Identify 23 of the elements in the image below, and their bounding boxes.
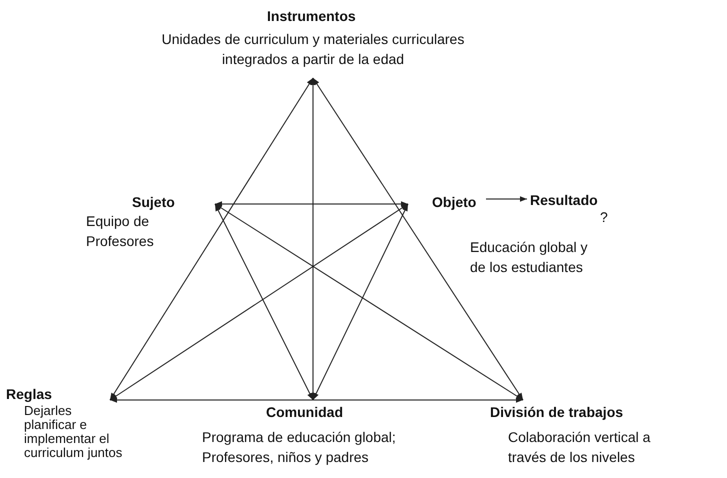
vertex-description: Programa de educación global; Profesores, niños y padres <box>202 428 397 467</box>
vertex-description: Colaboración vertical a través de los niveles <box>508 428 652 467</box>
arrow <box>214 201 408 207</box>
vertex-description: Educación global y de los estudiantes <box>470 238 589 277</box>
arrow <box>110 204 408 400</box>
vertex-description: Unidades de curriculum y materiales curriculares integrados a partir de la edad <box>160 30 466 69</box>
vertex-heading: Reglas <box>6 386 52 402</box>
vertex-description: Equipo de Profesores <box>86 212 155 251</box>
vertex-description: Dejarles planificar e implementar el curriculum juntos <box>24 404 124 460</box>
arrow <box>214 204 524 400</box>
vertex-description: ? <box>600 208 609 227</box>
arrow <box>110 78 314 400</box>
vertex-heading: Instrumentos <box>267 8 356 24</box>
vertex-heading: Resultado <box>530 192 598 208</box>
arrow <box>110 397 524 403</box>
arrow <box>312 78 524 400</box>
arrow <box>312 204 408 400</box>
vertex-heading: Comunidad <box>266 404 343 420</box>
vertex-heading: Objeto <box>432 194 476 210</box>
vertex-heading: Sujeto <box>132 194 175 210</box>
arrow <box>214 204 314 400</box>
vertex-heading: División de trabajos <box>490 404 624 420</box>
arrow <box>486 196 528 202</box>
